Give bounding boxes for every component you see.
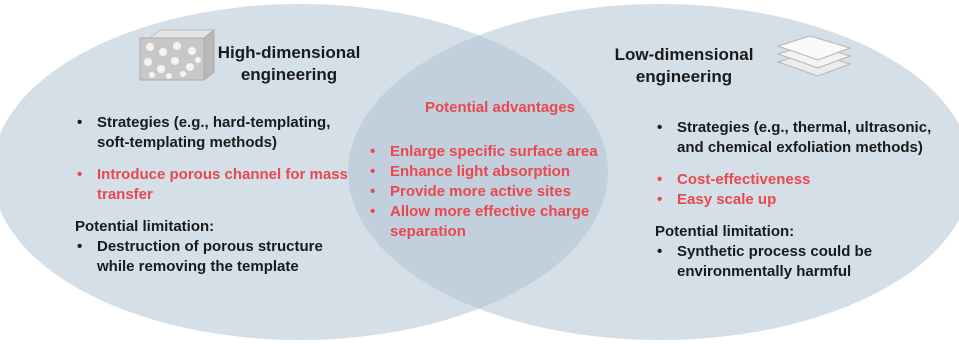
left-strategies: Strategies (e.g., hard-templating, soft-… <box>75 113 350 153</box>
left-limitation-heading: Potential limitation: <box>75 218 215 235</box>
right-limitation-heading: Potential limitation: <box>655 223 795 240</box>
right-advantage: Easy scale up <box>655 190 955 210</box>
right-content: Strategies (e.g., thermal, ultrasonic, a… <box>655 118 955 282</box>
right-strategies: Strategies (e.g., thermal, ultrasonic, a… <box>655 118 955 158</box>
right-title-line2: engineering <box>635 67 733 86</box>
center-item: Allow more effective charge separation <box>368 202 633 242</box>
stacked-sheets-icon <box>776 35 852 77</box>
left-limitation: Destruction of porous structure while re… <box>75 237 350 277</box>
left-title-line1: High-dimensional <box>217 43 361 62</box>
left-advantage: Introduce porous channel for mass transf… <box>75 165 350 205</box>
left-content: Strategies (e.g., hard-templating, soft-… <box>75 113 350 277</box>
center-item: Enhance light absorption <box>368 162 633 182</box>
center-heading: Potential advantages <box>424 99 576 116</box>
center-item: Provide more active sites <box>368 182 633 202</box>
center-item: Enlarge specific surface area <box>368 142 633 162</box>
right-advantage: Cost-effectiveness <box>655 170 955 190</box>
right-limitation: Synthetic process could be environmental… <box>655 242 955 282</box>
overlap-region <box>348 4 608 340</box>
center-content: Enlarge specific surface area Enhance li… <box>368 142 633 242</box>
right-title-line1: Low-dimensional <box>614 45 754 64</box>
left-title-line2: engineering <box>240 65 338 84</box>
porous-block-icon <box>139 28 216 82</box>
